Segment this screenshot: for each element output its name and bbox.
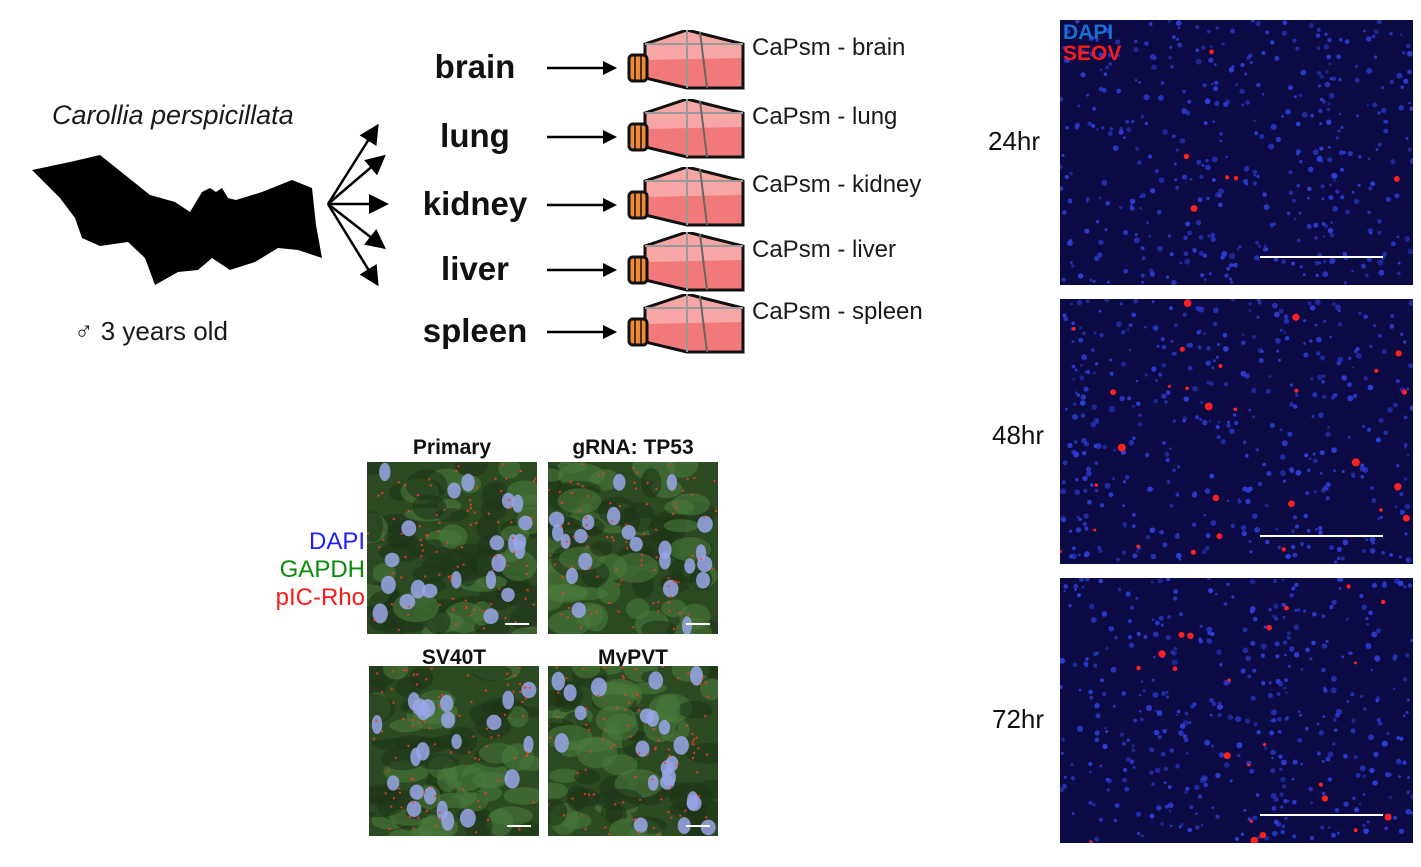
- culture-flask-brain: [547, 30, 745, 90]
- culture-flask-spleen: [547, 294, 745, 354]
- panel-title-sv40t: SV40T: [421, 646, 487, 669]
- panel-title-tp53: gRNA: TP53: [572, 436, 694, 459]
- micrograph-24hr: [1060, 20, 1413, 285]
- panel-title-primary: Primary: [412, 436, 492, 459]
- cell-line-label-lung: CaPsm - lung: [752, 103, 898, 130]
- timepoint-24hr: 24hr: [988, 126, 1041, 156]
- branch-arrows: [326, 123, 389, 287]
- culture-flask-lung: [547, 99, 745, 159]
- cell-line-label-brain: CaPsm - brain: [752, 34, 906, 61]
- panel-title-mypvt: MyPVT: [597, 646, 668, 669]
- micrograph-72hr: [1060, 578, 1413, 843]
- infection-legend: DAPI SEOV: [1063, 22, 1121, 64]
- organ-label-kidney: kidney: [422, 185, 528, 222]
- staining-legend: DAPI GAPDH pIC-Rho: [225, 528, 365, 612]
- micrograph-tp53: [548, 462, 718, 634]
- timepoint-72hr: 72hr: [992, 704, 1045, 734]
- species-name: Carollia perspicillata: [52, 100, 294, 130]
- subject-age: ♂ 3 years old: [74, 316, 228, 346]
- cell-line-label-spleen: CaPsm - spleen: [752, 298, 923, 325]
- micrograph-sv40t: [369, 666, 539, 836]
- organ-label-liver: liver: [441, 250, 509, 287]
- micrograph-48hr: [1060, 299, 1413, 564]
- timepoint-48hr: 48hr: [992, 420, 1045, 450]
- cell-line-label-kidney: CaPsm - kidney: [752, 171, 922, 198]
- cell-line-label-liver: CaPsm - liver: [752, 236, 897, 263]
- legend-gapdh: GAPDH: [279, 556, 365, 583]
- organ-label-lung: lung: [440, 117, 510, 154]
- micrograph-mypvt: [548, 666, 718, 836]
- organ-label-spleen: spleen: [422, 312, 528, 349]
- culture-flask-liver: [547, 232, 745, 292]
- micrograph-primary: [367, 462, 537, 634]
- legend-seov: SEOV: [1063, 42, 1122, 65]
- legend-pic-rho: pIC-Rho: [275, 584, 365, 611]
- culture-flask-kidney: [547, 167, 745, 227]
- organ-label-brain: brain: [434, 48, 516, 85]
- bat-silhouette: [32, 155, 322, 285]
- legend-dapi: DAPI: [308, 528, 365, 555]
- legend-dapi-infection: DAPI: [1063, 21, 1114, 44]
